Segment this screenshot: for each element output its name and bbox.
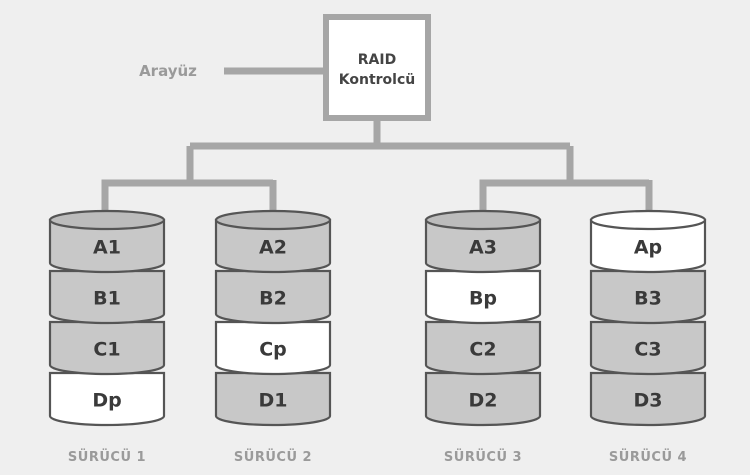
disk-block-label: Ap — [634, 237, 662, 259]
raid-controller: RAID Kontrolcü — [323, 14, 431, 121]
disk-block: D3 — [589, 371, 707, 427]
disk-block-label: C1 — [93, 339, 120, 361]
disk-block-label: B2 — [259, 288, 287, 310]
disk-block-body — [48, 269, 166, 325]
disk-block-label: D3 — [634, 390, 663, 412]
disk-block-body — [424, 218, 542, 274]
disk-block-label: Bp — [469, 288, 497, 310]
disk-block: A3 — [424, 209, 542, 274]
disk-block-label: C2 — [469, 339, 496, 361]
disk-block: B1 — [48, 269, 166, 325]
controller-label-line2: Kontrolcü — [339, 72, 415, 88]
disk-block: Cp — [214, 320, 332, 376]
disk-block-body — [589, 218, 707, 274]
drive-label: SÜRÜCÜ 3 — [444, 449, 522, 465]
disk-block-label: B3 — [634, 288, 662, 310]
disk-block: B2 — [214, 269, 332, 325]
drive-label: SÜRÜCÜ 2 — [234, 449, 312, 465]
branch-right — [479, 146, 574, 213]
interface-label: Arayüz — [139, 62, 197, 80]
disk-block: C1 — [48, 320, 166, 376]
disk-top-cap — [589, 209, 707, 231]
disk-block-label: D2 — [469, 390, 498, 412]
disk-block-label: A3 — [469, 237, 497, 259]
disk-block: A1 — [48, 209, 166, 274]
disk-block-body — [424, 371, 542, 427]
disk-block-body — [214, 218, 332, 274]
controller-label-line1: RAID — [358, 52, 396, 68]
disk-block: D1 — [214, 371, 332, 427]
disk-top-cap — [48, 209, 166, 231]
disk-block-body — [424, 269, 542, 325]
disk-block-label: B1 — [93, 288, 121, 310]
disk-block: B3 — [589, 269, 707, 325]
disk-block: D2 — [424, 371, 542, 427]
disk-block: Dp — [48, 371, 166, 427]
disk-block-body — [48, 218, 166, 274]
drive-label: SÜRÜCÜ 1 — [68, 449, 146, 465]
disk-block-label: Cp — [259, 339, 287, 361]
disk-block: Ap — [589, 209, 707, 274]
disk-block-label: C3 — [634, 339, 661, 361]
disk-top-cap — [214, 209, 332, 231]
disk-block: C3 — [589, 320, 707, 376]
disk-block-label: A2 — [259, 237, 287, 259]
disk-block: Bp — [424, 269, 542, 325]
connector-lines — [101, 67, 653, 213]
disk-block-body — [48, 320, 166, 376]
disk-block-body — [214, 320, 332, 376]
disk-block-body — [589, 371, 707, 427]
disk-block-body — [424, 320, 542, 376]
disk-block-body — [214, 269, 332, 325]
disk-block-body — [48, 371, 166, 427]
controller-box — [323, 14, 431, 121]
disk-block-label: D1 — [259, 390, 288, 412]
disk-block-body — [589, 320, 707, 376]
drive-label: SÜRÜCÜ 4 — [609, 449, 687, 465]
disk-block: A2 — [214, 209, 332, 274]
branch-left — [101, 146, 194, 213]
disk-block-body — [589, 269, 707, 325]
disk-block-body — [214, 371, 332, 427]
disk-top-cap — [424, 209, 542, 231]
disk-block: C2 — [424, 320, 542, 376]
disk-block-label: Dp — [92, 390, 121, 412]
disk-block-label: A1 — [93, 237, 121, 259]
